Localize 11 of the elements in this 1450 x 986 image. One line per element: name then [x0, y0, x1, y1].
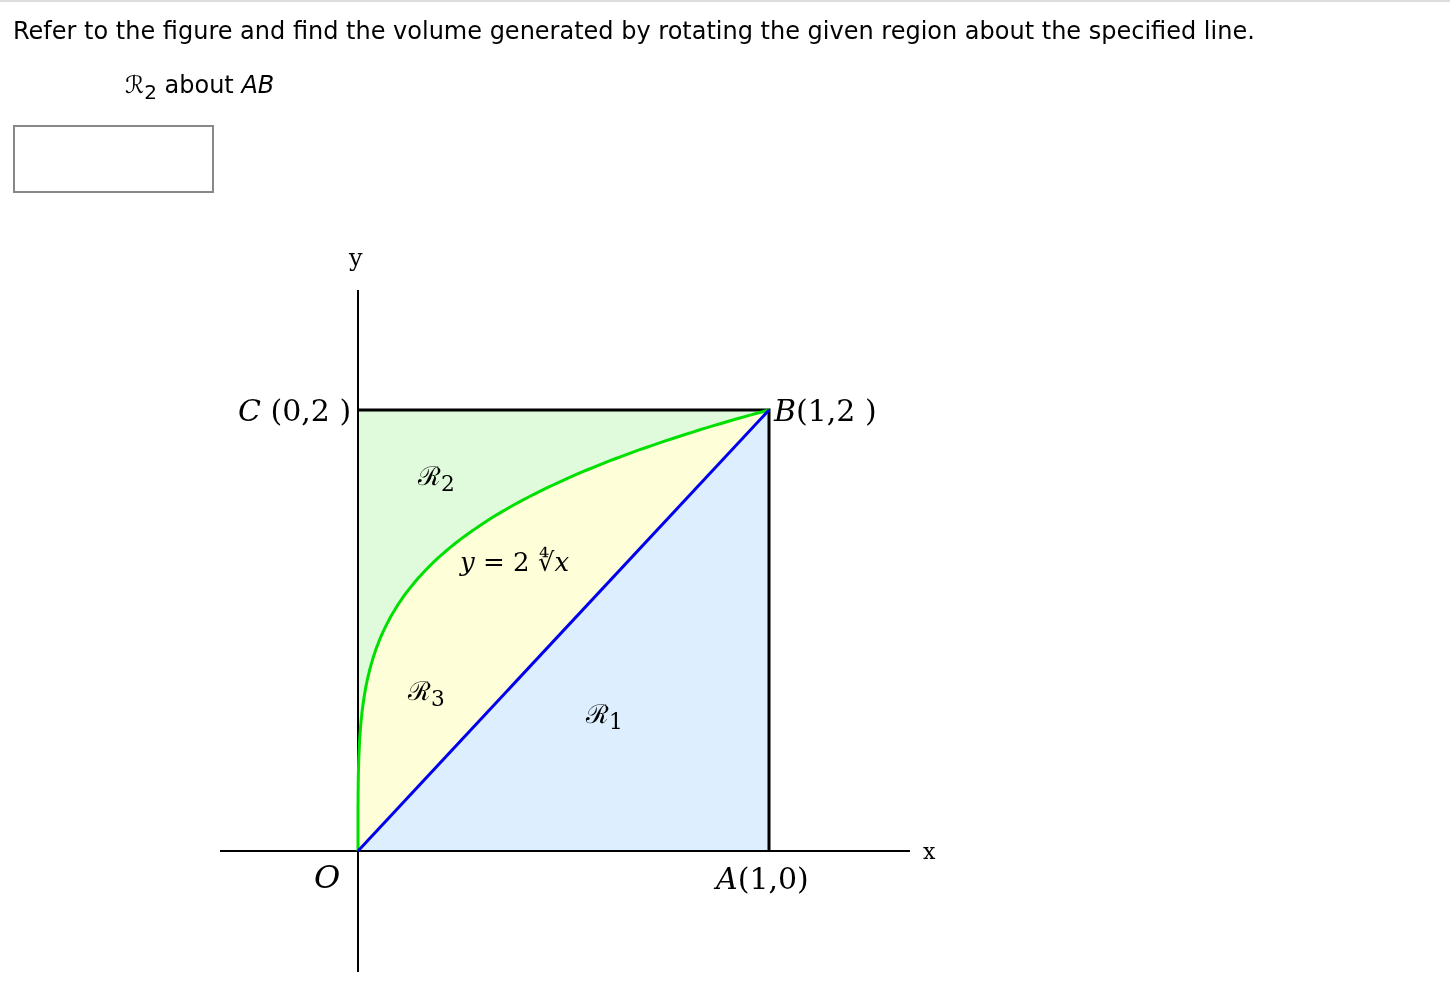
axis-label: x — [923, 840, 936, 865]
region-label: ℛ$_{3}$ — [408, 677, 445, 711]
origin-label: O — [314, 860, 341, 896]
region-prompt: ℛ$_{2}$ about AB — [125, 72, 275, 103]
point-label: B(1,2 ) — [774, 394, 877, 427]
region-label: ℛ$_{2}$ — [418, 462, 455, 496]
region-label: ℛ$_{1}$ — [586, 700, 623, 734]
axis-label: y — [349, 245, 363, 272]
curve-equation: y = 2 ∜x — [460, 548, 570, 577]
question-text: Refer to the figure and find the volume generated by rotating the given region about the specified line. — [13, 18, 1255, 45]
point-label: C (0,2 ) — [238, 394, 352, 427]
